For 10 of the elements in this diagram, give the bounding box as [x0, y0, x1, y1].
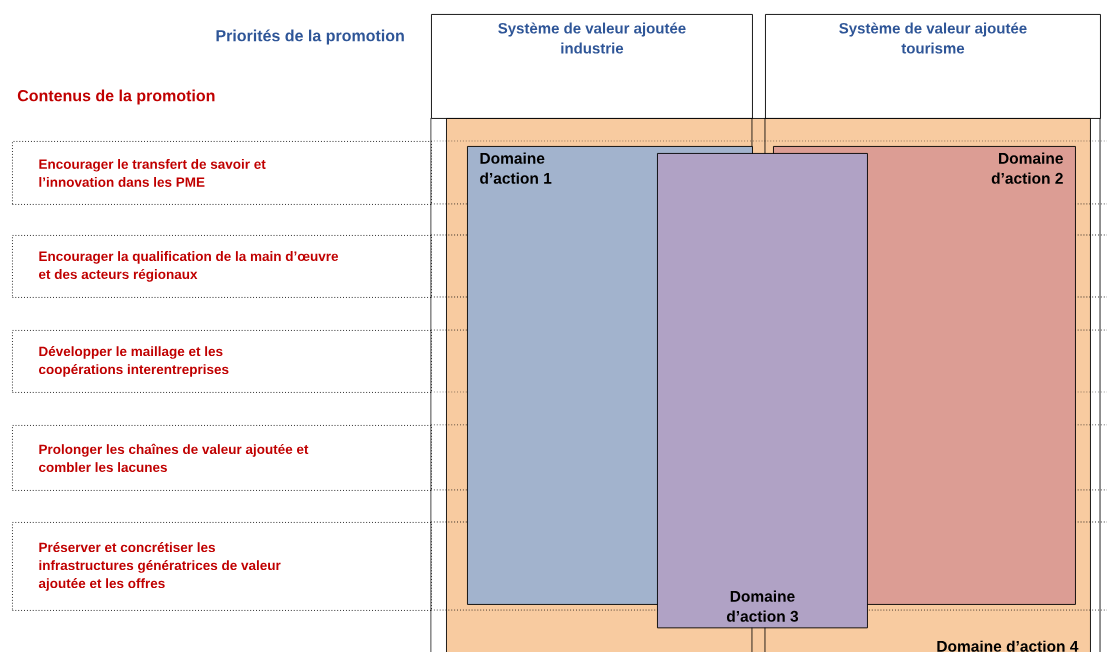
domain-box: Domaine d’action 3: [657, 153, 868, 629]
column-box: Système de valeur ajoutée tourisme: [765, 14, 1101, 119]
row-band: Encourager la qualification de la main d’œuvre et des acteurs régionaux: [12, 235, 432, 298]
column-box: Système de valeur ajoutée industrie: [431, 14, 753, 119]
row-band: Encourager le transfert de savoir et l’innovation dans les PME: [12, 141, 432, 205]
row-band: Préserver et concrétiser les infrastructures génératrices de valeur ajoutée et les offres: [12, 522, 432, 611]
heading: Contenus de la promotion: [17, 89, 215, 105]
row-band: Prolonger les chaînes de valeur ajoutée et combler les lacunes: [12, 425, 432, 491]
row-band: Développer le maillage et les coopérations interentreprises: [12, 330, 432, 393]
heading: Priorités de la promotion: [216, 29, 404, 45]
